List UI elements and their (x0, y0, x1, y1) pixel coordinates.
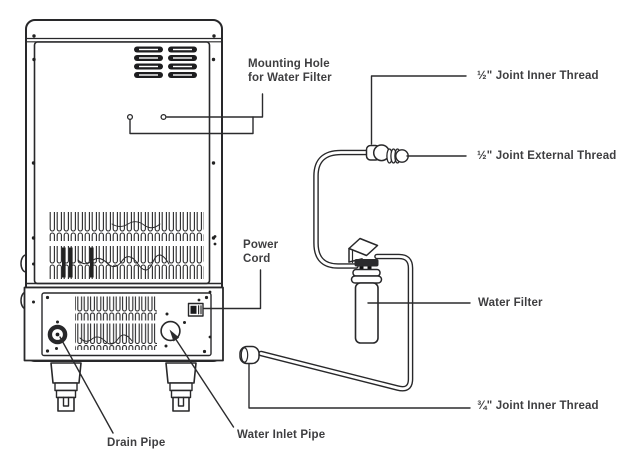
label-power-cord: Power Cord (243, 239, 279, 265)
mounting-holes-icon (126, 113, 167, 121)
appliance-back-panel-icon (20, 19, 224, 412)
screw-icon (31, 34, 217, 354)
vent-grille-icon (134, 46, 197, 78)
label-drain-pipe: Drain Pipe (107, 437, 166, 449)
label-three-quarter-joint: ¾" Joint Inner Thread (477, 400, 599, 412)
drain-pipe-icon (47, 324, 68, 345)
half-inch-joint-icon (365, 144, 391, 162)
power-socket-icon (187, 302, 204, 317)
water-filter-cartridge-icon (350, 259, 383, 344)
lower-vent-icon (75, 296, 157, 350)
label-half-joint-inner: ½" Joint Inner Thread (477, 70, 599, 82)
leader-lines (59, 75, 471, 434)
label-half-joint-external: ½" Joint External Thread (477, 150, 617, 162)
three-quarter-joint-icon (239, 345, 260, 365)
filter-bracket-icon (348, 237, 379, 264)
leveling-feet-icon (50, 362, 197, 412)
threaded-nut-icon (386, 148, 409, 164)
label-water-inlet-pipe: Water Inlet Pipe (237, 429, 326, 441)
condenser-grille-icon (48, 212, 204, 279)
label-water-filter: Water Filter (478, 297, 543, 309)
hose-icon (258, 149, 414, 392)
label-mounting-hole: Mounting Hole for Water Filter (248, 58, 332, 84)
